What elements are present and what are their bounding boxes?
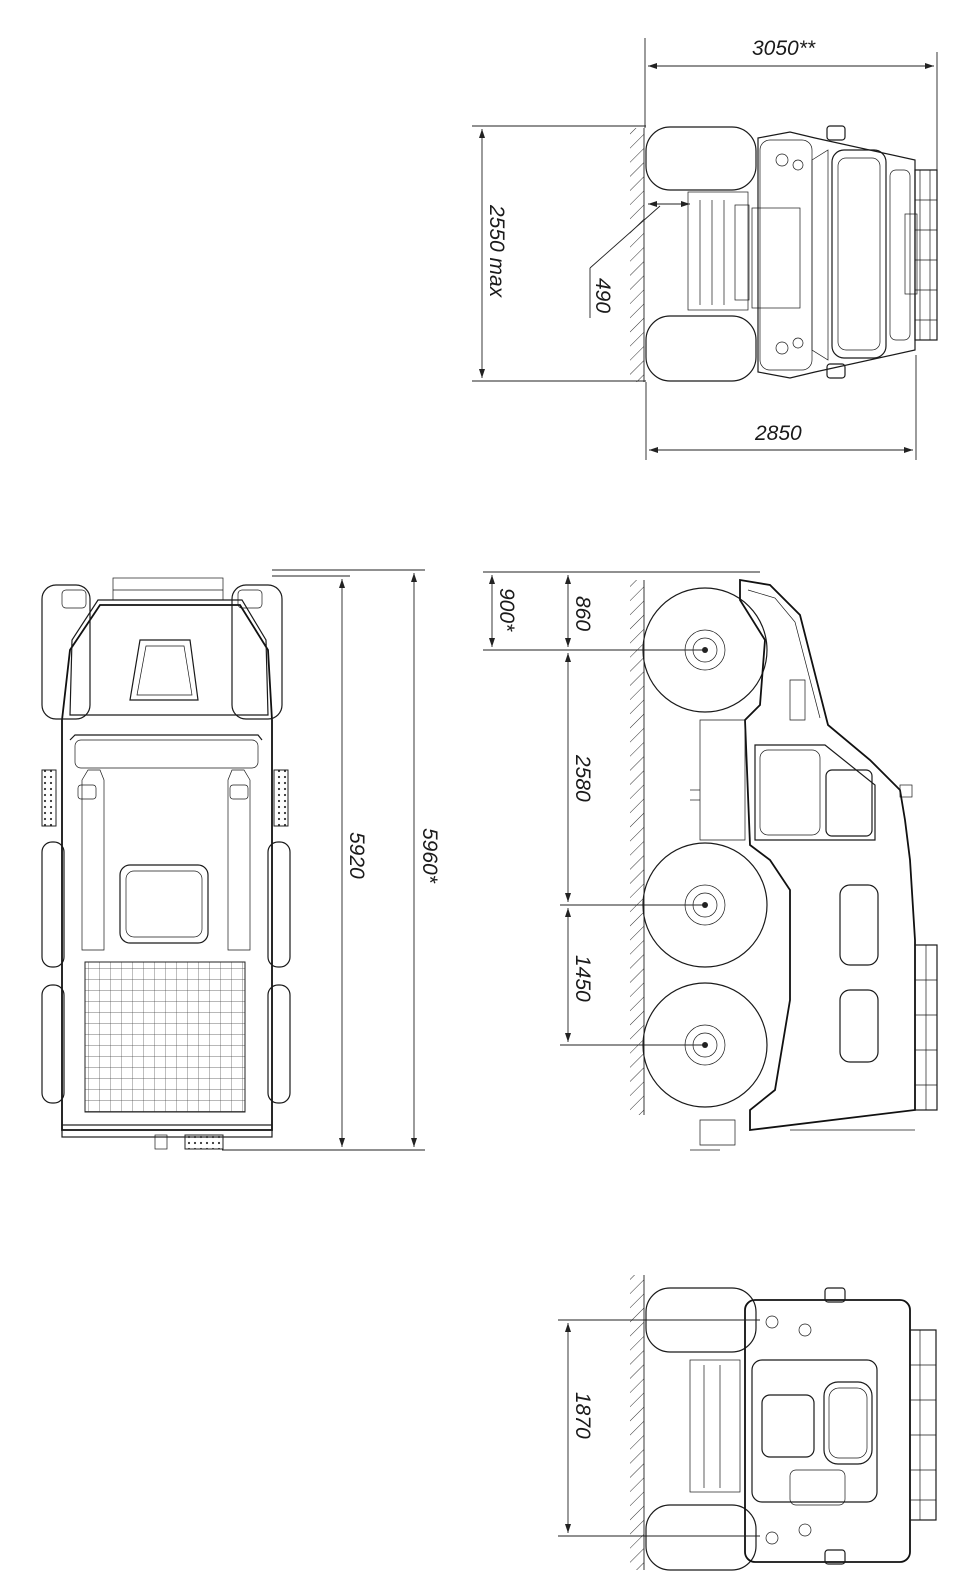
dim-1870: 1870 [571,1392,594,1439]
dim-2850: 2850 [754,422,802,445]
top-dim-length-alt: 5960* [222,569,441,1151]
rear-body [689,1287,937,1565]
top-dim-length: 5920 [272,575,368,1151]
side-wheels [642,587,768,1108]
front-wheels [645,126,757,382]
dim-900: 900* [495,588,518,632]
rear-dim-height: 1870 [558,1319,760,1537]
side-dim-wheelbase-1: 2580 [560,653,705,906]
top-view: 5920 5960* [41,569,441,1151]
dim-860: 860 [571,596,594,631]
dim-5960: 5960* [418,828,441,884]
front-view: 3050** 2850 2550 max 490 [472,37,938,460]
front-dim-width-track: 2850 [645,355,917,460]
front-body [687,125,938,379]
side-dim-overhang: 900* 860 [483,571,760,651]
rear-ground [630,1275,645,1570]
rear-wheels [645,1287,757,1571]
dim-1450: 1450 [571,955,594,1002]
front-dim-height: 2550 max [472,125,646,382]
side-body [690,578,938,1151]
front-dim-clearance: 490 [589,201,690,318]
side-dim-wheelbase-2: 1450 [560,908,705,1046]
rear-view: 1870 [558,1275,937,1571]
front-dim-width-outer: 3050** [644,37,938,170]
dim-2580: 2580 [571,754,594,802]
front-ground [630,128,645,382]
dim-490: 490 [591,278,614,313]
dim-2550-max: 2550 max [485,204,508,299]
dim-5920: 5920 [345,832,368,879]
dim-3050: 3050** [752,37,816,60]
side-view: 900* 860 2580 1450 [483,571,938,1151]
side-ground [630,580,645,1115]
